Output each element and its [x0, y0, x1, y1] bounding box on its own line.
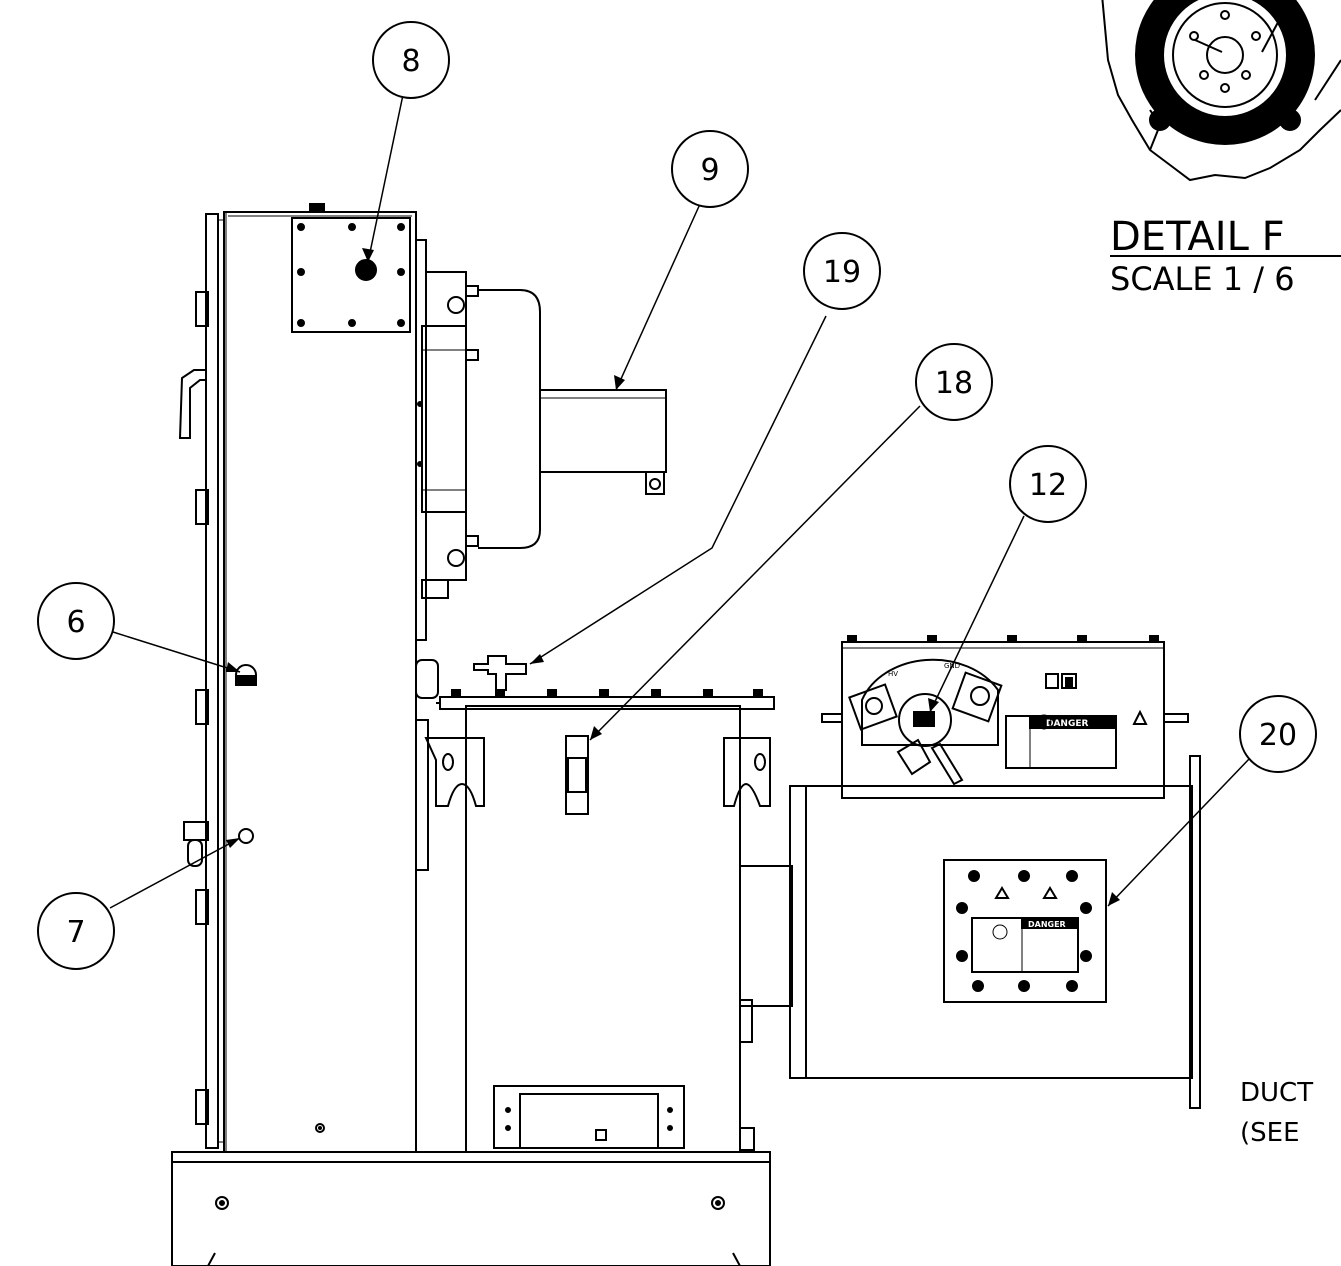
hv-label: HV	[888, 670, 898, 678]
base-skid	[171, 1151, 771, 1266]
leader-8	[367, 89, 405, 263]
blower-assembly	[478, 289, 667, 549]
leader-6	[112, 631, 241, 673]
side-note-line2: (SEE	[1240, 1118, 1300, 1148]
callout-20: 20	[1239, 695, 1317, 773]
callout-8: 8	[372, 21, 450, 99]
detail-wheel-hub	[1162, 0, 1288, 118]
indicator-light-7	[238, 828, 254, 844]
leader-20	[1107, 757, 1251, 907]
callout-8-label: 8	[401, 44, 420, 79]
leader-18	[589, 405, 921, 741]
detail-scale: SCALE 1 / 6	[1110, 260, 1295, 298]
leader-9	[615, 203, 701, 391]
callout-12: 12	[1009, 445, 1087, 523]
callout-20-label: 20	[1259, 718, 1297, 753]
callout-19-label: 19	[823, 255, 861, 290]
leader-12	[929, 515, 1025, 713]
danger-label-lower-text: DANGER	[1028, 920, 1066, 929]
valve-19	[473, 655, 527, 691]
leader-19	[529, 315, 827, 665]
callout-12-label: 12	[1029, 468, 1067, 503]
leader-lines	[109, 89, 1251, 909]
callout-6: 6	[37, 582, 115, 660]
detail-f-view	[1101, 0, 1341, 182]
callout-9: 9	[671, 130, 749, 208]
hv-junction-box: HV GND DANGER	[821, 635, 1189, 799]
callout-7-label: 7	[66, 915, 85, 950]
callout-18-label: 18	[935, 366, 973, 401]
cabinet-port-8	[355, 259, 377, 281]
callout-9-label: 9	[700, 153, 719, 188]
detail-title: DETAIL F	[1110, 214, 1285, 260]
control-cabinet	[178, 203, 417, 1153]
callout-6-label: 6	[66, 605, 85, 640]
duct-section: DANGER	[789, 755, 1201, 1109]
selector-knob	[898, 693, 952, 747]
callout-7: 7	[37, 892, 115, 970]
duct-access-plate	[943, 859, 1107, 1003]
danger-label-upper-text: DANGER	[1046, 719, 1089, 729]
cabinet-top-plate	[291, 217, 411, 333]
level-gauge-18	[565, 735, 589, 815]
cabinet-side-flange	[415, 239, 479, 641]
side-note-line1: DUCT	[1240, 1078, 1313, 1108]
callout-18: 18	[915, 343, 993, 421]
callout-19: 19	[803, 232, 881, 310]
selector-dial-plate	[861, 658, 999, 746]
transformer-tank	[415, 655, 793, 1153]
leader-7	[109, 837, 241, 909]
detail-hub-center-hole	[1206, 36, 1244, 74]
